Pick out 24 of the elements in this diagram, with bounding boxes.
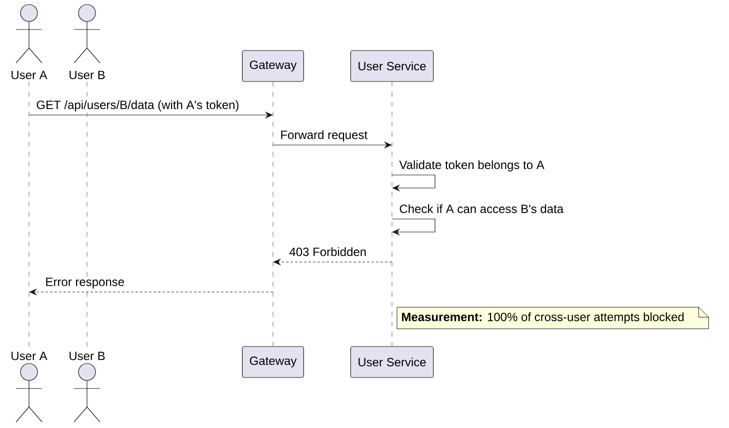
actor: User B [70, 352, 105, 422]
note: Measurement: 100% of cross-user attempts blocked [396, 306, 709, 330]
message-label: Error response [44, 276, 126, 290]
participant-box: User Service [350, 346, 434, 378]
actor: User B [70, 4, 105, 80]
message-arrow [392, 174, 436, 192]
message-label: GET /api/users/B/data (with A's token) [35, 99, 240, 112]
message-label: Check if A can access B's data [398, 203, 565, 214]
message-label: Forward request [279, 129, 369, 142]
participant-box: Gateway [242, 346, 304, 378]
node-label: User B [70, 70, 105, 80]
lifeline [272, 82, 274, 348]
node-label: User A [12, 70, 48, 80]
message-arrow [392, 218, 436, 236]
lifeline [86, 82, 88, 348]
participant-box: User Service [350, 50, 434, 82]
lifeline [28, 82, 30, 348]
actor: User A [12, 352, 48, 422]
node-label: User A [12, 352, 48, 360]
message-label: 403 Forbidden [288, 246, 368, 258]
message-label: Validate token belongs to A [398, 159, 546, 172]
participant-box: Gateway [242, 50, 304, 82]
node-label: User B [70, 352, 105, 360]
actor: User A [12, 4, 48, 80]
